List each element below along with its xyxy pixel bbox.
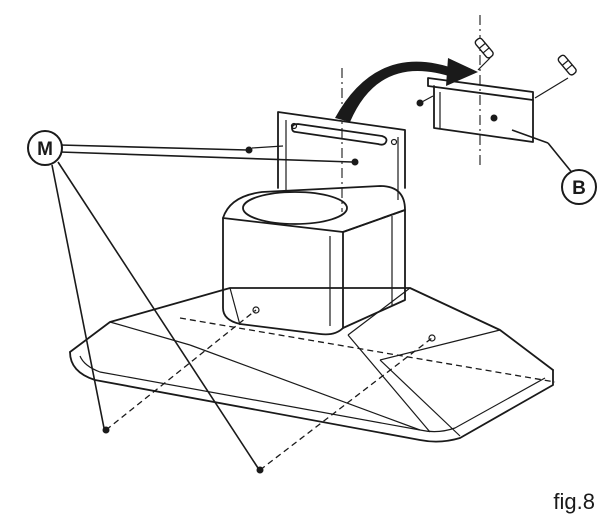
fixing-screws	[102, 145, 556, 474]
wall-bracket	[427, 77, 534, 143]
figure-label: fig.8	[553, 489, 595, 514]
centre-lines	[341, 15, 481, 212]
hood-canopy	[69, 287, 554, 443]
callout-b: B	[561, 169, 597, 205]
callout-m-label: M	[37, 139, 53, 160]
callout-leaders	[51, 129, 579, 469]
bracket-screws	[416, 37, 577, 122]
fitting-arrow	[335, 58, 478, 122]
chimney-box	[222, 185, 406, 336]
callout-m: M	[27, 130, 63, 166]
back-plate	[277, 111, 406, 200]
callout-b-label: B	[572, 178, 586, 199]
